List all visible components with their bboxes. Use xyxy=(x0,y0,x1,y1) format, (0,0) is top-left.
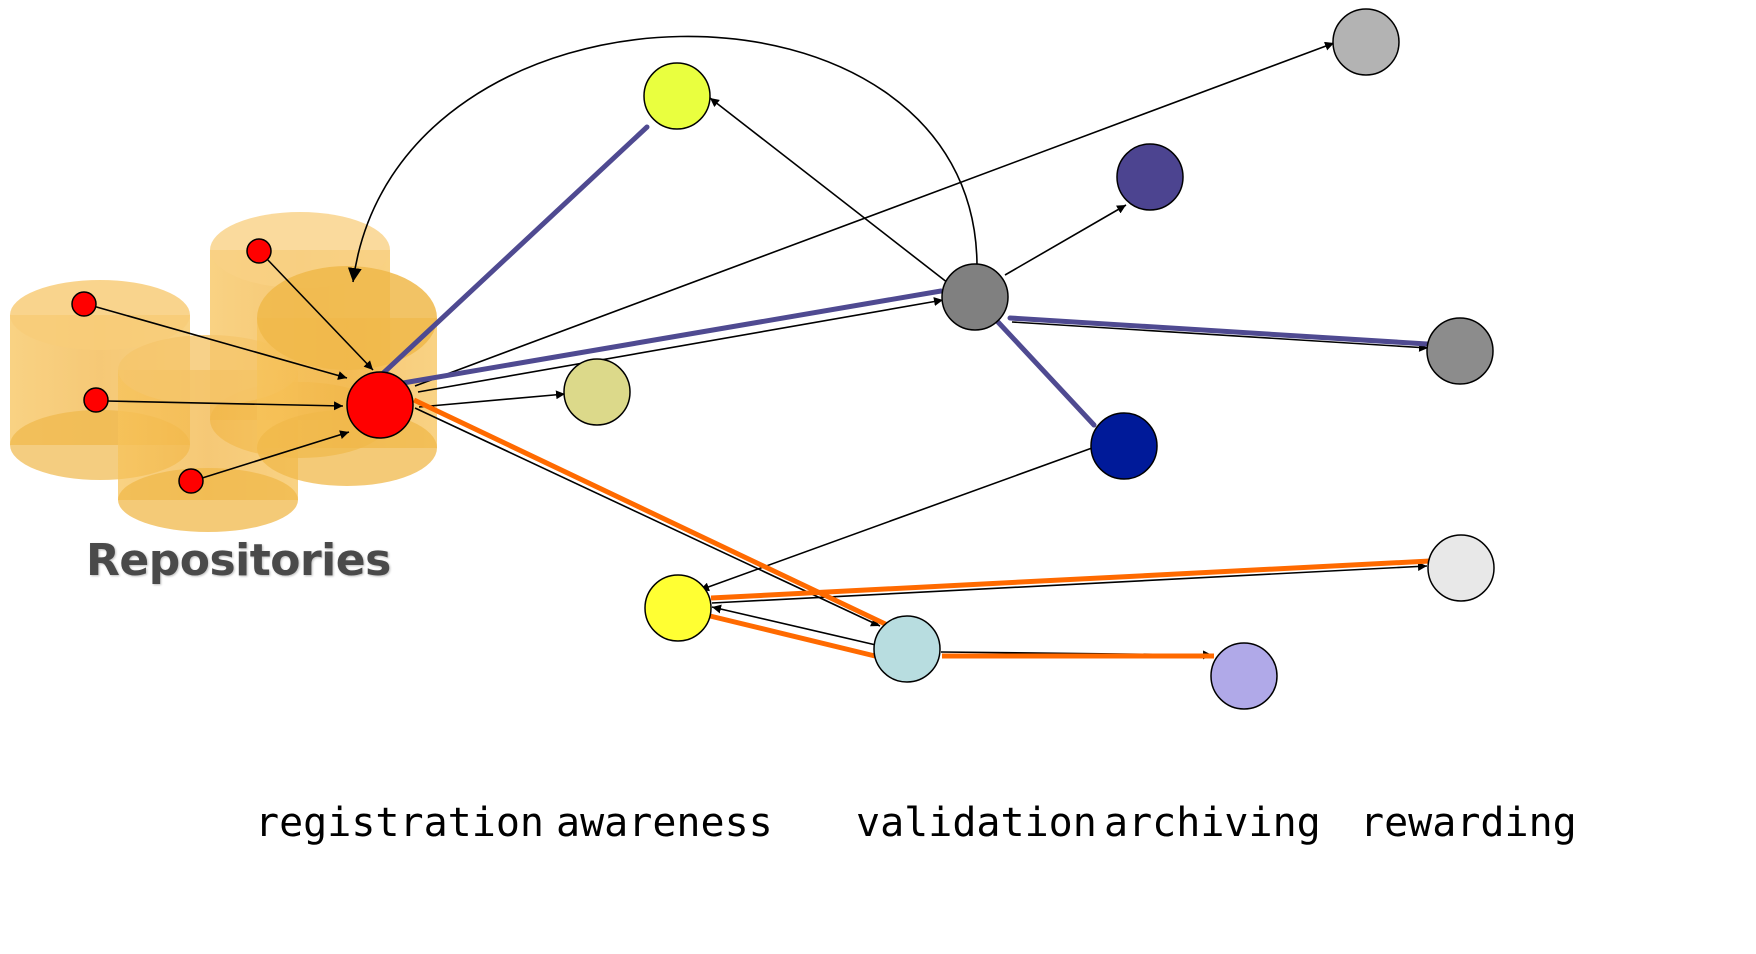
node-yellow xyxy=(644,574,712,642)
arrow-hub-to-lightcyan xyxy=(414,407,881,627)
orange-path xyxy=(412,397,1431,659)
arrow-lightcyan-to-yellow xyxy=(711,604,877,646)
repo-dot-4 xyxy=(178,468,204,494)
orange-yellow-to-verylightgray xyxy=(710,558,1431,601)
arrow-gray-to-yellowgreen xyxy=(709,97,949,284)
node-gray-center xyxy=(941,263,1009,331)
repositories-label: Repositories xyxy=(86,535,391,586)
arrow-hub-to-khaki xyxy=(418,390,566,408)
purple-gray-to-gray-right xyxy=(1007,315,1430,347)
orange-yellow-to-lightcyan xyxy=(709,613,876,659)
node-very-light-gray xyxy=(1427,534,1495,602)
node-hub-red xyxy=(346,371,414,439)
node-yellow-green xyxy=(643,62,711,130)
node-dark-blue xyxy=(1090,412,1158,480)
arrow-repo-dot3-to-hub xyxy=(105,400,344,411)
stage-label-archiving: archiving xyxy=(1104,800,1321,846)
repo-dot-1 xyxy=(246,238,272,264)
stage-label-awareness: awareness xyxy=(556,800,773,846)
node-light-gray-top xyxy=(1332,8,1400,76)
node-dark-purple xyxy=(1116,143,1184,211)
node-light-cyan xyxy=(873,615,941,683)
arrow-gray-to-gray-right xyxy=(1011,321,1429,352)
purple-path xyxy=(375,124,1430,428)
arrow-hub-to-gray-center xyxy=(417,297,944,393)
arrow-repo-dot2-to-hub xyxy=(92,305,348,380)
nodes xyxy=(71,8,1495,710)
repo-dot-3 xyxy=(83,387,109,413)
purple-hub-to-gray-center xyxy=(400,288,944,386)
arrow-repo-dot4-to-hub xyxy=(198,430,350,480)
thin-arrows xyxy=(92,35,1429,660)
arrow-repo-dot1-to-hub xyxy=(265,257,374,371)
arrow-gray-curve-to-repositories xyxy=(347,35,978,283)
arrow-gray-to-darkpurple xyxy=(1004,204,1127,276)
node-lavender xyxy=(1210,642,1278,710)
purple-hub-to-yellowgreen xyxy=(375,124,650,381)
stage-label-registration: registration xyxy=(255,800,544,846)
stage-label-rewarding: rewarding xyxy=(1360,800,1577,846)
stage-label-validation: validation xyxy=(856,800,1097,846)
arrow-yellow-to-verylightgray xyxy=(711,561,1428,604)
repo-dot-2 xyxy=(71,291,97,317)
node-khaki xyxy=(563,358,631,426)
node-gray-right xyxy=(1426,317,1494,385)
purple-gray-to-darkblue xyxy=(995,319,1097,428)
arrow-hub-to-lightgray-top xyxy=(414,41,1335,387)
